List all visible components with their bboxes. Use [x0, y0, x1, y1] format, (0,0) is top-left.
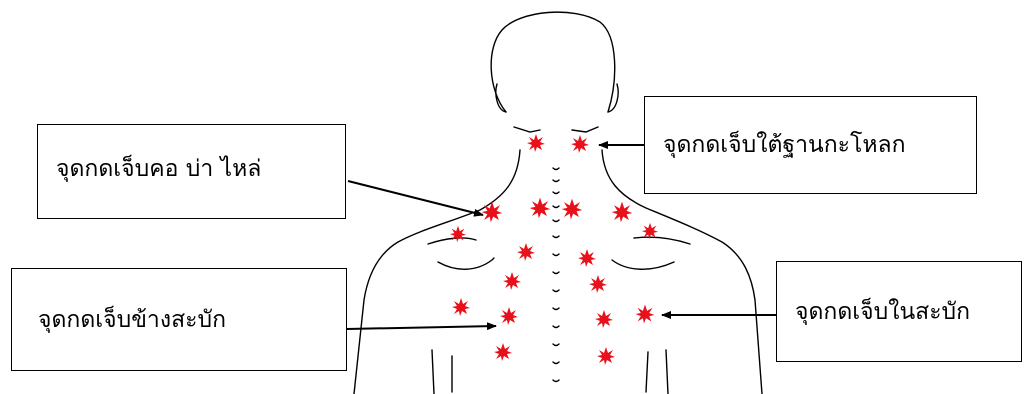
spine [553, 168, 559, 382]
tender-point [636, 305, 655, 324]
right-armpit-2 [666, 350, 668, 394]
label-beside-scapula-text: จุดกดเจ็บข้างสะบัก [38, 302, 226, 338]
left-armpit [432, 350, 434, 394]
label-neck-shoulder-text: จุดกดเจ็บคอ บ่า ไหล่ [56, 151, 261, 187]
tender-point [562, 199, 583, 220]
tender-point [597, 347, 615, 365]
label-neck-shoulder: จุดกดเจ็บคอ บ่า ไหล่ [37, 124, 346, 219]
label-in-scapula-text: จุดกดเจ็บในสะบัก [795, 294, 970, 330]
tender-point [595, 310, 613, 328]
tender-point [571, 135, 589, 153]
right-scapula [612, 260, 674, 269]
head-outline [491, 12, 615, 112]
body-outline [354, 12, 762, 394]
tender-point [450, 226, 466, 242]
tender-point [612, 202, 633, 223]
left-scapula [438, 258, 494, 269]
tender-point [452, 298, 470, 316]
tender-point [578, 249, 596, 267]
label-beside-scapula: จุดกดเจ็บข้างสะบัก [11, 268, 347, 371]
tender-point [642, 223, 658, 239]
label-below-skull: จุดกดเจ็บใต้ฐานกะโหลก [644, 96, 977, 194]
left-neck-shoulder [354, 150, 520, 394]
tender-point [500, 307, 518, 325]
tender-point [530, 198, 551, 219]
tender-point [527, 134, 545, 152]
label-below-skull-text: จุดกดเจ็บใต้ฐานกะโหลก [663, 127, 906, 163]
left-eyebrow [514, 127, 540, 132]
left-shoulder-line [428, 238, 476, 244]
tender-point [482, 202, 503, 223]
right-armpit [646, 352, 648, 392]
tender-point [503, 272, 521, 290]
tender-point [589, 275, 607, 293]
right-shoulder-line [634, 237, 690, 244]
tender-point [494, 343, 512, 361]
tender-point [517, 243, 535, 261]
right-eyebrow [572, 127, 598, 132]
label-in-scapula: จุดกดเจ็บในสะบัก [776, 261, 1022, 362]
arrow-neck-shoulder [348, 181, 483, 215]
arrow-beside-scapula [347, 326, 496, 329]
